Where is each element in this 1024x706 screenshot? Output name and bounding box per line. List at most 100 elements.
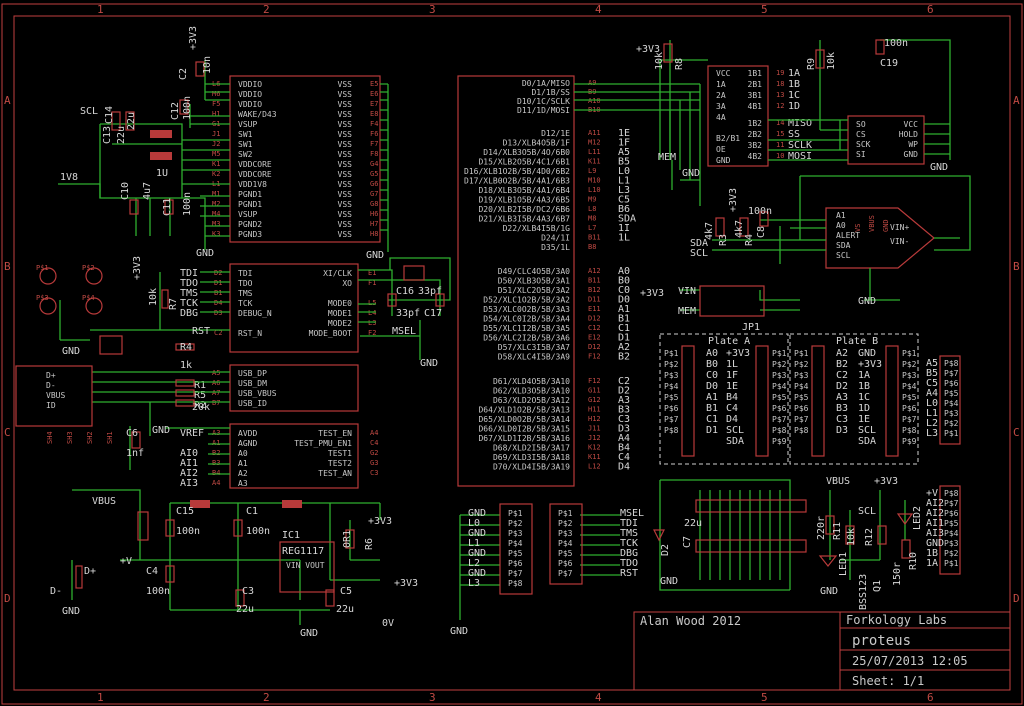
io-low-pin-number: D12 — [588, 315, 601, 323]
io-top-pin-label: D10/1C/SCLK — [517, 97, 570, 106]
mcu-power-pin-label: VDDIO — [238, 80, 262, 89]
net-3v3-debug: +3V3 — [132, 256, 143, 280]
component-ref-label: C12 — [170, 102, 181, 120]
solder-jumper-label: SH3 — [66, 431, 74, 444]
io-bot-pin-label: D61/XLD4O5B/3A10 — [493, 377, 570, 386]
debug-net-label: TDI — [180, 268, 198, 279]
plate-b-right-net: GND — [858, 348, 876, 359]
io-mid-pin-label: D22/XLB4I5B/1G — [503, 224, 571, 233]
bottom-left-header-pin: P$5 — [508, 549, 523, 558]
component-ref-label: 100n — [748, 206, 772, 217]
bottom-left-header-net: GND — [468, 548, 486, 559]
net-gnd-6: GND — [62, 606, 80, 617]
bottom-left-header-net: GND — [468, 508, 486, 519]
net-3v3-sense: +3V3 — [728, 188, 739, 212]
right-bottom-header-pin: P$8 — [944, 489, 959, 498]
mcu-debug-pin-number: D2 — [214, 269, 222, 277]
buffer-right-pin: 2B2 — [748, 130, 763, 139]
mcu-adc-pin-number: B4 — [212, 469, 220, 477]
io-top-pin-number: A9 — [588, 79, 596, 87]
sheet-column-mark: 6 — [927, 691, 934, 704]
bottom-left-header-pin: P$3 — [508, 529, 523, 538]
right-header-net: B5 — [926, 368, 938, 379]
plate-b-left-pin: P$1 — [794, 349, 809, 358]
io-low-pin-label: D57/XLC3I5B/3A7 — [498, 343, 570, 352]
io-top-pin-label: D11/1D/MOSI — [517, 106, 570, 115]
sheet-row-mark: B — [1013, 260, 1020, 273]
right-header-net: L0 — [926, 398, 938, 409]
bottom-left-header-pin: P$7 — [508, 569, 523, 578]
mcu-usb-pin-label: USB_DM — [238, 379, 267, 388]
io-bot-pin-label: D67/XLD1I2B/5B/3A16 — [478, 434, 570, 443]
io-bot-pin-number: H11 — [588, 406, 601, 414]
mcu-debug-right-label: MODE2 — [328, 319, 352, 328]
ic1-label: REG1117 — [282, 546, 324, 557]
io-bot-pin-net: D2 — [618, 386, 630, 397]
io-bot-pin-label: D70/XLD4I5B/3A19 — [493, 463, 570, 472]
mcu-debug-right-number: L4 — [368, 309, 376, 317]
plate-b-right-net: SDA — [858, 436, 876, 447]
mcu-power-pin-label: VDDCORE — [238, 160, 272, 169]
io-low-pin-label: D58/XLC4I5B/3A9 — [498, 353, 570, 362]
io-mid-pin-label: D24/1I — [541, 234, 570, 243]
io-mid-pin-net: L1 — [618, 176, 630, 187]
mcu-adc-pin-number: B3 — [212, 459, 220, 467]
buffer-net: 1C — [788, 90, 800, 101]
component-ref-label: R4 — [744, 234, 755, 246]
plate-a-left-pin: P$6 — [664, 404, 679, 413]
component-ref-label: C4 — [146, 566, 158, 577]
buffer-net: SS — [788, 129, 800, 140]
plate-a-right-pin: P$9 — [772, 437, 787, 446]
io-top-pin-label: D1/1B/SS — [531, 88, 570, 97]
ic1-ref: IC1 — [282, 530, 300, 541]
plate-a-left-net: D1 — [706, 425, 718, 436]
net-1v8: 1V8 — [60, 172, 78, 183]
mcu-power-pin-number: J1 — [212, 130, 220, 138]
mcu-power-pin-number: M1 — [212, 190, 220, 198]
component-ref-label: C17 — [424, 308, 442, 319]
mcu-power-pin-label: VDDIO — [238, 90, 262, 99]
adc-net-label: AI1 — [180, 458, 198, 469]
io-mid-pin-net: 1F — [618, 138, 630, 149]
mcu-power-pin-number: M2 — [212, 200, 220, 208]
plate-b-right-net: 1E — [858, 414, 870, 425]
component-ref-label: R6 — [364, 538, 375, 550]
io-bot-pin-label: D66/XLD0I2B/5B/3A15 — [478, 425, 570, 434]
mcu-test-pin-label: TEST_PMU_EN1 — [294, 439, 352, 448]
sheet-row-mark: D — [1013, 592, 1020, 605]
plate-a-left-pin: P$2 — [664, 360, 679, 369]
component-ref-label: 150r — [892, 562, 903, 586]
io-mid-pin-net: A5 — [618, 147, 630, 158]
buffer-net: SCLK — [788, 140, 812, 151]
test-pad-label: P$4 — [82, 294, 95, 302]
bottom-left-header-pin: P$2 — [508, 519, 523, 528]
component-ref-label: LED2 — [912, 506, 923, 530]
mcu-vss-pin-number: H8 — [370, 230, 378, 238]
mcu-debug-right-number: F1 — [368, 279, 376, 287]
plate-b-right-pin: P$7 — [902, 415, 917, 424]
sense-left-pin: A1 — [836, 211, 846, 220]
right-bottom-header-pin: P$7 — [944, 499, 959, 508]
buffer-right-number: 13 — [776, 91, 784, 99]
mcu-debug-pin-label: RST_N — [238, 329, 262, 338]
net-rst: RST — [192, 326, 210, 337]
mcu-vss-pin-label: VSS — [338, 200, 353, 209]
io-low-pin-net: D0 — [618, 295, 630, 306]
flash-right-pin: HOLD — [899, 130, 918, 139]
mcu-usb-pin-number: A6 — [212, 379, 220, 387]
bottom-mid-header-pin: P$4 — [558, 539, 573, 548]
mcu-test-pin-label: TEST_AN — [318, 469, 352, 478]
mcu-usb-pin-label: USB_DP — [238, 369, 267, 378]
mcu-vss-pin-number: H6 — [370, 210, 378, 218]
io-bot-pin-label: D68/XLD2I5B/3A17 — [493, 444, 570, 453]
right-bottom-header-net: GND — [926, 538, 944, 549]
io-low-pin-net: B0 — [618, 276, 630, 287]
buffer-right-pin: 1B2 — [748, 119, 763, 128]
plate-b-right-pin: P$8 — [902, 426, 917, 435]
io-bot-pin-net: A3 — [618, 395, 630, 406]
mcu-vss-pin-number: E7 — [370, 100, 378, 108]
mcu-test-pin-number: A4 — [370, 429, 378, 437]
component-ref-label: C13 — [102, 126, 113, 144]
